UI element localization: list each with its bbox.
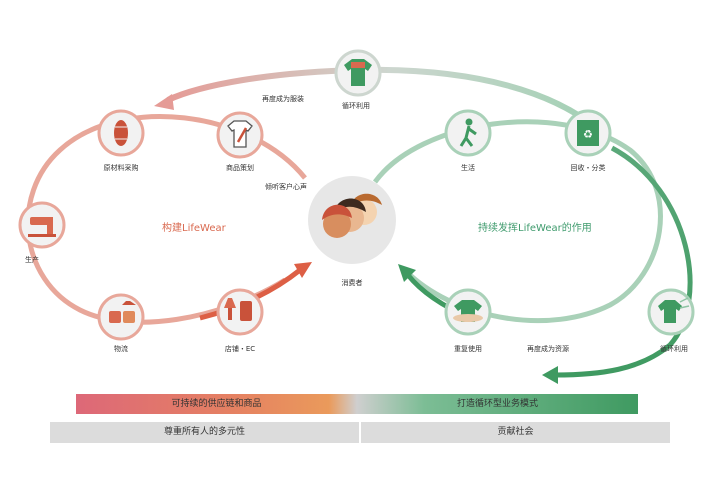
bottom-gray-bar: 尊重所有人的多元性 贡献社会 xyxy=(50,422,670,443)
label-listen: 倾听客户心声 xyxy=(265,183,307,191)
node-store-ec xyxy=(216,288,264,336)
right-outer-arc xyxy=(554,145,693,378)
bottom-right-arrowhead xyxy=(542,366,558,384)
phone-icon xyxy=(240,301,252,321)
svg-text:♻: ♻ xyxy=(583,128,593,141)
label-product-planning: 商品策划 xyxy=(226,164,254,172)
right-arrowhead xyxy=(398,264,416,282)
recycle-bin-icon xyxy=(577,120,599,146)
label-store-ec: 店铺・EC xyxy=(224,345,256,353)
label-recycle-sort: 回收・分类 xyxy=(570,164,606,172)
label-life: 生活 xyxy=(461,164,475,172)
node-reuse xyxy=(444,288,492,336)
right-loop-title: 持续发挥LifeWear的作用 xyxy=(478,223,592,234)
plane-icon xyxy=(106,301,136,305)
truck-icon xyxy=(109,311,121,323)
node-recycle-top xyxy=(334,49,382,97)
node-product-planning xyxy=(216,111,264,159)
shirt-fibers-icon xyxy=(658,300,682,323)
walking-person-icon xyxy=(465,118,473,126)
label-remake-clothes: 再度成为服装 xyxy=(262,95,304,103)
node-consumer xyxy=(308,176,396,264)
node-raw-materials xyxy=(97,109,145,157)
sewing-machine-icon xyxy=(30,217,52,225)
left-arrowhead xyxy=(294,262,312,278)
label-logistics: 物流 xyxy=(114,345,128,353)
node-life xyxy=(444,109,492,157)
bar-circular-model: 打造循环型业务模式 xyxy=(456,399,538,409)
node-production xyxy=(18,201,66,249)
bar-supply-chain: 可持续的供应链和商品 xyxy=(171,399,262,409)
label-production: 生产 xyxy=(25,256,39,264)
bar-society: 贡献社会 xyxy=(361,422,670,443)
label-raw-materials: 原材料采购 xyxy=(103,164,139,172)
left-loop-title: 构建LifeWear xyxy=(162,223,226,234)
node-recycle-sort: ♻ xyxy=(564,109,612,157)
lamp-icon xyxy=(224,298,236,308)
label-recycle-right: 循环利用 xyxy=(660,345,688,353)
label-consumer: 消费者 xyxy=(341,279,363,287)
top-arrowhead xyxy=(154,94,174,110)
bar-diversity: 尊重所有人的多元性 xyxy=(50,422,359,443)
label-reuse: 重复使用 xyxy=(454,345,482,353)
label-recycle-top: 循环利用 xyxy=(342,102,370,110)
label-remake-resource: 再度成为资源 xyxy=(527,345,569,353)
bale-icon xyxy=(114,120,128,146)
top-gradient-bar: 可持续的供应链和商品 打造循环型业务模式 xyxy=(76,394,638,414)
node-logistics xyxy=(97,293,145,341)
node-recycle-right xyxy=(647,288,695,336)
